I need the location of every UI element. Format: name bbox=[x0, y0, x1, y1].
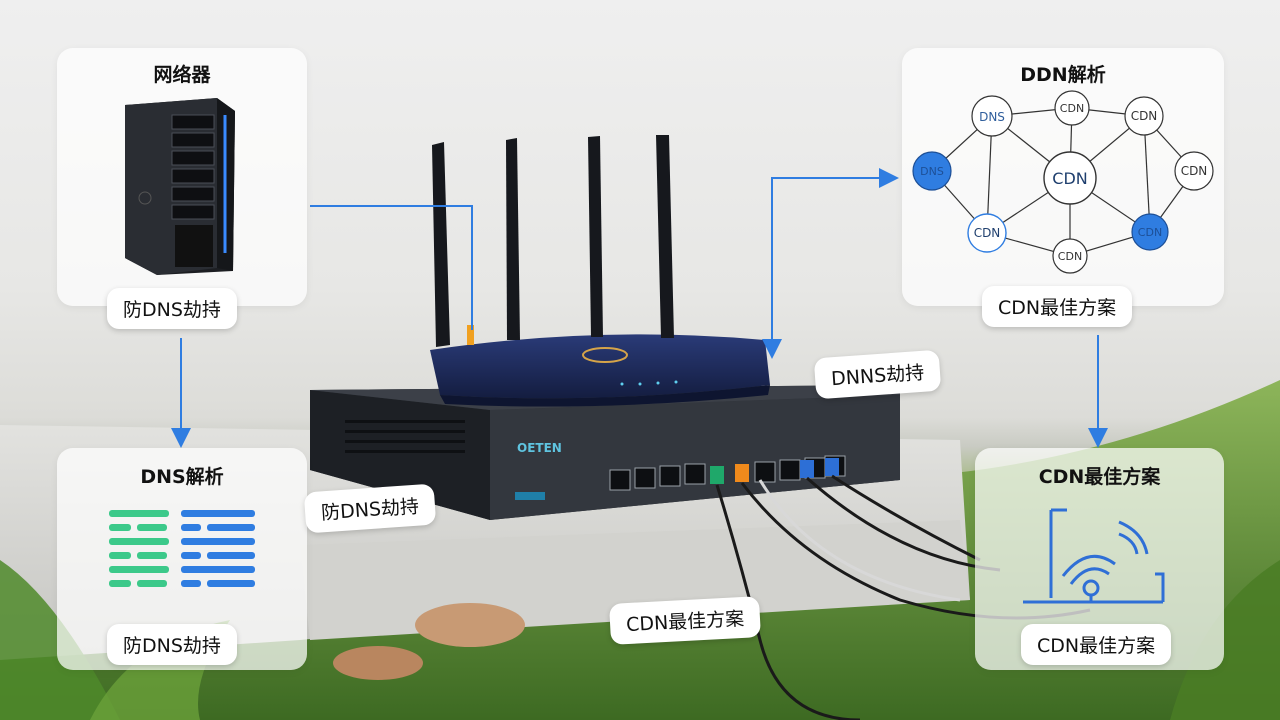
graph-node-label: CDN bbox=[974, 226, 1001, 240]
graph-node-cdn-top: CDN bbox=[1054, 90, 1090, 126]
dnns-hijack-label: DNNS劫持 bbox=[813, 349, 942, 400]
graph-node-label: CDN bbox=[1052, 169, 1087, 188]
graph-node-cdn-bottom: CDN bbox=[1052, 238, 1088, 274]
dns-card-caption: 防DNS劫持 bbox=[107, 624, 237, 665]
network-graph-icon: DNS CDN CDN DNS CDN CDN bbox=[912, 90, 1214, 274]
dns-card-title: DNS解析 bbox=[140, 466, 224, 488]
server-card-title: 网络器 bbox=[153, 64, 211, 86]
graph-node-cdn-bottom-right: CDN bbox=[1131, 213, 1169, 251]
graph-node-label: CDN bbox=[1131, 109, 1158, 123]
graph-node-cdn-center: CDN bbox=[1043, 151, 1097, 205]
ddn-card-title: DDN解析 bbox=[1020, 64, 1106, 86]
ddn-card-caption: CDN最佳方案 bbox=[982, 286, 1133, 327]
dns-card: DNS解析 防DNS劫持 bbox=[57, 448, 307, 670]
wifi-laptop-icon bbox=[1023, 508, 1165, 604]
router-to-ddn-arrow bbox=[771, 168, 899, 350]
ground-cdn-label: CDN最佳方案 bbox=[609, 596, 762, 645]
cdn-card-caption: CDN最佳方案 bbox=[1021, 624, 1172, 665]
graph-node-cdn-top-right: CDN bbox=[1124, 96, 1164, 136]
graph-node-label: CDN bbox=[1058, 250, 1082, 263]
server-tower-icon bbox=[125, 98, 235, 275]
ddn-card: DDN解析 DNS bbox=[902, 48, 1224, 327]
graph-node-dns-left: DNS bbox=[912, 151, 952, 191]
graph-node-label: CDN bbox=[1181, 164, 1208, 178]
server-card: 网络器 防DNS劫持 bbox=[57, 48, 307, 329]
graph-node-cdn-bottom-left: CDN bbox=[967, 213, 1007, 253]
server-to-router-line bbox=[310, 205, 473, 330]
graph-node-label: DNS bbox=[920, 165, 944, 178]
server-card-caption: 防DNS劫持 bbox=[107, 288, 237, 329]
graph-node-dns-top: DNS bbox=[971, 95, 1013, 137]
graph-node-label: CDN bbox=[1138, 226, 1162, 239]
graph-node-label: DNS bbox=[979, 110, 1005, 124]
graph-node-label: CDN bbox=[1060, 102, 1084, 115]
cdn-card-title: CDN最佳方案 bbox=[1038, 466, 1161, 488]
cdn-card: CDN最佳方案 CDN最佳方案 bbox=[975, 448, 1224, 670]
graph-node-cdn-right: CDN bbox=[1174, 151, 1214, 191]
dns-list-icon bbox=[109, 510, 255, 587]
